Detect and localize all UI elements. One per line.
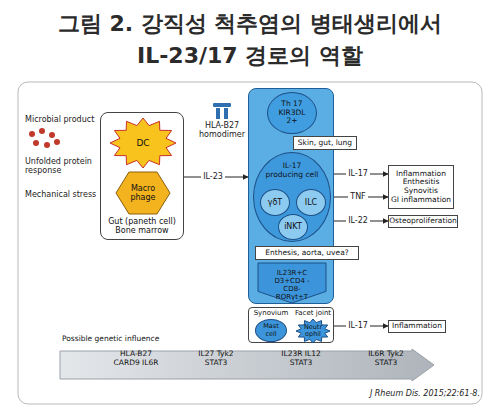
edge-label: IL-22 bbox=[346, 216, 370, 225]
edge-label: IL-17 bbox=[346, 169, 370, 178]
input-label: Microbial product bbox=[25, 115, 95, 124]
node-text: IL23R+C D3+CD4 -CD8- RORγt+T bbox=[272, 269, 312, 301]
input-label: Mechanical stress bbox=[25, 190, 97, 199]
dendritic-cell-star: DC bbox=[109, 117, 177, 169]
t-cell-pentagon: IL23R+C D3+CD4 -CD8- RORγt+T bbox=[257, 262, 327, 304]
genetic-band: Possible genetic influenceHLA-B27 CARD9 … bbox=[60, 349, 434, 381]
node-text: Th 17 KIR3DL 2+ bbox=[274, 100, 310, 126]
input-label: Unfolded protein response bbox=[25, 157, 97, 175]
node-text: Gut (paneth cell) Bone marrow bbox=[103, 217, 181, 235]
node-text: Enthesis, aorta, uvea? bbox=[265, 249, 348, 258]
node-text: ILC bbox=[305, 198, 317, 207]
joint-box: SynoviumFacet jointMast cell Neutr ophil bbox=[248, 307, 334, 343]
edge-label: IL-17 bbox=[346, 321, 370, 330]
node-text: Neutr ophil bbox=[301, 324, 325, 339]
site-label-box: Skin, gut, lung bbox=[293, 136, 357, 150]
node-text: Osteoproliferation bbox=[389, 217, 457, 226]
node-text: Skin, gut, lung bbox=[298, 139, 352, 148]
inkt-circle: iNKT bbox=[278, 214, 308, 240]
gdt-circle: γδT bbox=[260, 189, 290, 216]
hla-dimer-symbol bbox=[213, 103, 231, 119]
node-text: Enthesitis bbox=[403, 178, 440, 187]
macrophage-hexagon: Macro phage bbox=[115, 171, 171, 215]
node-text: Inflammation bbox=[392, 322, 442, 331]
neutrophil-star: Neutr ophil bbox=[295, 318, 331, 344]
citation: J Rheum Dis. 2015;22:61-8. bbox=[340, 389, 480, 398]
edge-label: TNF bbox=[348, 192, 367, 201]
node-text: Mast cell bbox=[259, 323, 283, 338]
diagram-frame bbox=[18, 82, 482, 404]
effect-box: Osteoproliferation bbox=[388, 215, 458, 228]
effector-cell-box: Th 17 KIR3DL 2+Skin, gut, lungIL-17 prod… bbox=[248, 88, 334, 304]
il17-producing-circle: IL-17 producing cell γδT ILC iNKT bbox=[253, 152, 331, 242]
figure-title: 그림 2. 강직성 척추염의 병태생리에서 IL-23/17 경로의 역할 bbox=[40, 8, 460, 72]
node-text: DC bbox=[136, 138, 149, 148]
node-text: IL23R IL12 STAT3 bbox=[275, 350, 327, 367]
tissue-box: Gut (paneth cell) Bone marrow DC Macro pha… bbox=[100, 112, 184, 240]
node-text: HLA-B27 CARD9 IL6R bbox=[110, 350, 162, 367]
node-text: GI inflammation bbox=[391, 196, 451, 205]
node-text: Synovitis bbox=[404, 187, 438, 196]
molecule-label: HLA-B27 homodimer bbox=[194, 121, 250, 139]
microbe-dots bbox=[29, 128, 60, 148]
node-text: γδT bbox=[268, 198, 283, 207]
node-text: iNKT bbox=[284, 222, 302, 231]
effect-box: Inflammation bbox=[388, 320, 446, 333]
node-text: Synovium bbox=[251, 309, 291, 317]
node-text: IL-17 producing cell bbox=[264, 162, 320, 179]
node-text: Macro phage bbox=[126, 184, 160, 202]
node-text: IL6R Tyk2 STAT3 bbox=[360, 350, 412, 367]
th17-circle: Th 17 KIR3DL 2+ bbox=[267, 92, 317, 134]
ilc-circle: ILC bbox=[296, 189, 326, 216]
node-text: Possible genetic influence bbox=[62, 335, 202, 344]
site-label-box: Enthesis, aorta, uvea? bbox=[255, 246, 359, 260]
mast-cell-circle: Mast cell bbox=[255, 319, 287, 342]
effect-box: InflammationEnthesitisSynovitisGI inflam… bbox=[388, 165, 454, 209]
edge-label: IL-23 bbox=[201, 172, 225, 181]
node-text: IL27 Tyk2 STAT3 bbox=[190, 350, 242, 367]
node-text: Facet joint bbox=[293, 309, 333, 317]
node-text: Inflammation bbox=[396, 170, 446, 179]
